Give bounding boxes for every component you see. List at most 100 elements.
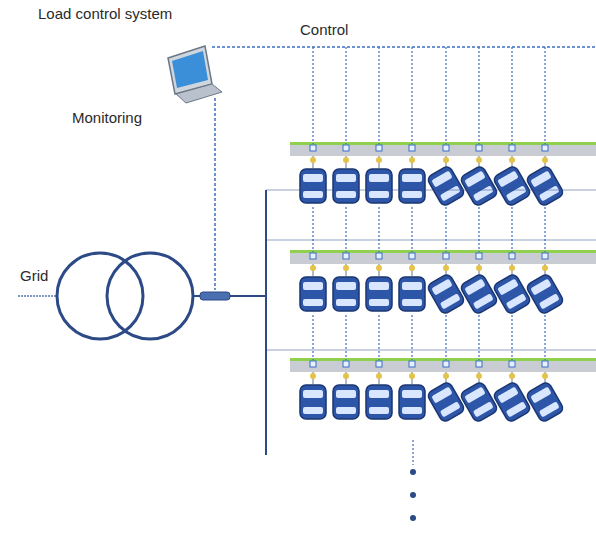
electric-car [459, 381, 499, 423]
plug [343, 373, 349, 379]
control-drop [345, 47, 346, 144]
plug [310, 157, 316, 163]
plug [542, 265, 548, 271]
control-drop [544, 315, 545, 360]
control-drop [411, 315, 412, 360]
charger-rail [290, 360, 596, 372]
electric-car [492, 165, 532, 207]
charger-rail [290, 144, 596, 156]
grid-label: Grid [20, 268, 48, 285]
charger-node [409, 145, 415, 151]
control-drop [312, 315, 313, 360]
system-label: Load control system [38, 6, 172, 23]
plug [409, 157, 415, 163]
charger-node [509, 253, 515, 259]
control-drop [544, 207, 545, 252]
charger-node [409, 253, 415, 259]
charger-node [476, 253, 482, 259]
transformer-coil [57, 253, 143, 339]
electric-car [366, 277, 392, 311]
control-drop [445, 207, 446, 252]
control-drop [511, 315, 512, 360]
charger-node [343, 361, 349, 367]
charger-node [376, 145, 382, 151]
transformer-coil [107, 253, 193, 339]
charger-node [542, 361, 548, 367]
charger-node [343, 145, 349, 151]
plug [476, 157, 482, 163]
charger-node [509, 145, 515, 151]
electric-car [333, 385, 359, 419]
bus-line [265, 190, 267, 455]
control-drop [478, 47, 479, 144]
control-drop [544, 47, 545, 144]
charger-node [542, 253, 548, 259]
plug [343, 157, 349, 163]
electric-car [525, 165, 565, 207]
plug [542, 373, 548, 379]
control-drop [445, 47, 446, 144]
plug [343, 265, 349, 271]
control-drop [478, 207, 479, 252]
plug [310, 265, 316, 271]
charger-node [376, 253, 382, 259]
electric-car [300, 385, 326, 419]
plug [476, 373, 482, 379]
plug [443, 157, 449, 163]
electric-car [366, 169, 392, 203]
branch-line [266, 349, 596, 350]
control-drop [411, 47, 412, 144]
electric-car [426, 273, 466, 315]
control-drop [312, 207, 313, 252]
charger-node [476, 145, 482, 151]
meter [200, 292, 230, 300]
plug [443, 373, 449, 379]
electric-car [333, 277, 359, 311]
control-line [412, 440, 413, 465]
charger-node [343, 253, 349, 259]
plug [409, 373, 415, 379]
control-drop [411, 207, 412, 252]
control-drop [378, 315, 379, 360]
electric-car [399, 169, 425, 203]
branch-line [266, 189, 596, 190]
charger-node [476, 361, 482, 367]
electric-car [399, 385, 425, 419]
charger-node [409, 361, 415, 367]
charger-rail [290, 252, 596, 264]
plug [376, 157, 382, 163]
electric-car [426, 165, 466, 207]
charger-node [376, 361, 382, 367]
signal-label: Control [300, 22, 348, 39]
branch-line [266, 239, 596, 240]
plug [476, 265, 482, 271]
control-drop [511, 207, 512, 252]
electric-car [399, 277, 425, 311]
control-drop [345, 207, 346, 252]
electric-car [300, 169, 326, 203]
electric-car [426, 381, 466, 423]
plug [509, 373, 515, 379]
electric-car [333, 169, 359, 203]
plug [310, 373, 316, 379]
charging-rows [290, 47, 596, 423]
continuation-dot [410, 492, 416, 498]
control-line [212, 46, 596, 48]
control-drop [312, 47, 313, 144]
charger-node [443, 145, 449, 151]
plug [509, 265, 515, 271]
control-drop [478, 315, 479, 360]
plug [542, 157, 548, 163]
plug [376, 265, 382, 271]
computer-icon [168, 46, 222, 103]
grid-line [18, 295, 58, 297]
electric-car [525, 273, 565, 315]
electric-car [366, 385, 392, 419]
charger-node [443, 253, 449, 259]
charger-node [542, 145, 548, 151]
control-drop [511, 47, 512, 144]
signal-label: Monitoring [72, 110, 142, 127]
charger-node [310, 361, 316, 367]
electric-car [459, 165, 499, 207]
control-drop [378, 47, 379, 144]
